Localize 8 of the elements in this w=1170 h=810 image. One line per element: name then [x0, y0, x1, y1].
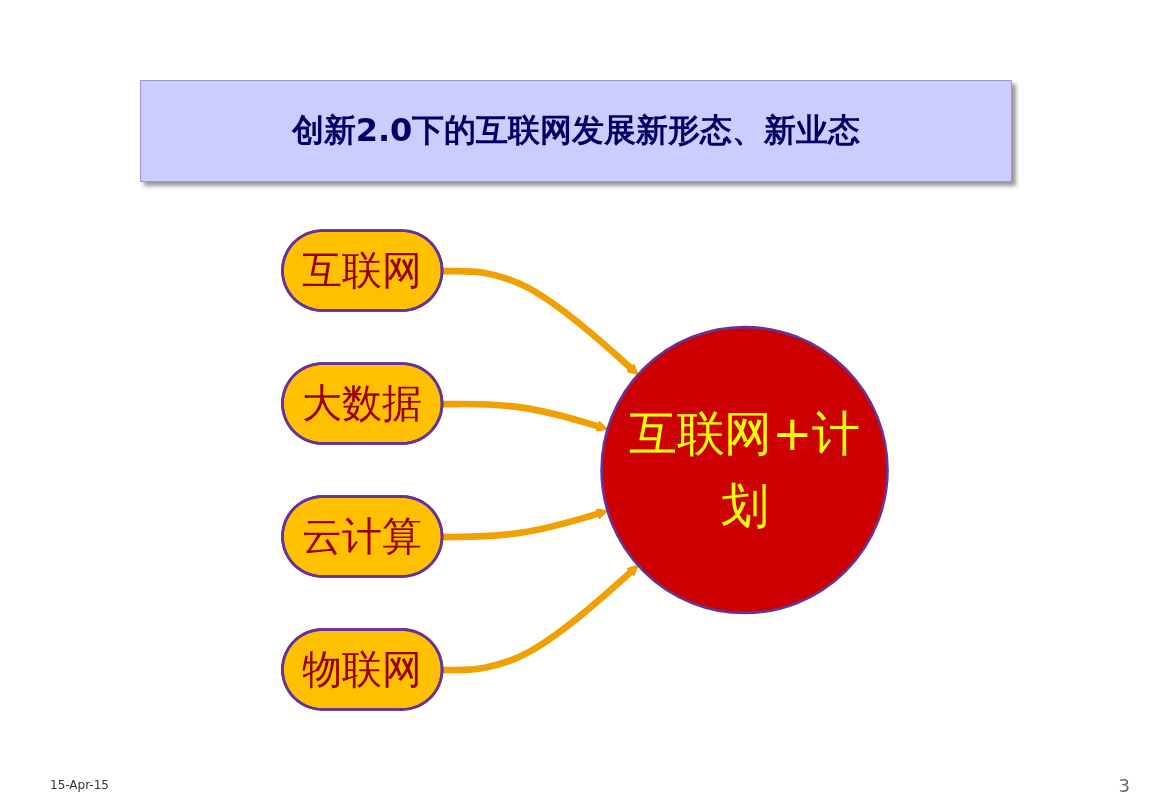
arrow — [442, 564, 639, 674]
date-label: 15-Apr-15 — [50, 778, 109, 792]
arrow — [442, 400, 609, 432]
arrow — [442, 267, 639, 376]
title-banner: 创新2.0下的互联网发展新形态、新业态 — [140, 80, 1012, 182]
page-number: 3 — [1118, 775, 1130, 796]
arrow — [442, 508, 609, 541]
node-circle: 互联网+计划 — [600, 325, 889, 615]
